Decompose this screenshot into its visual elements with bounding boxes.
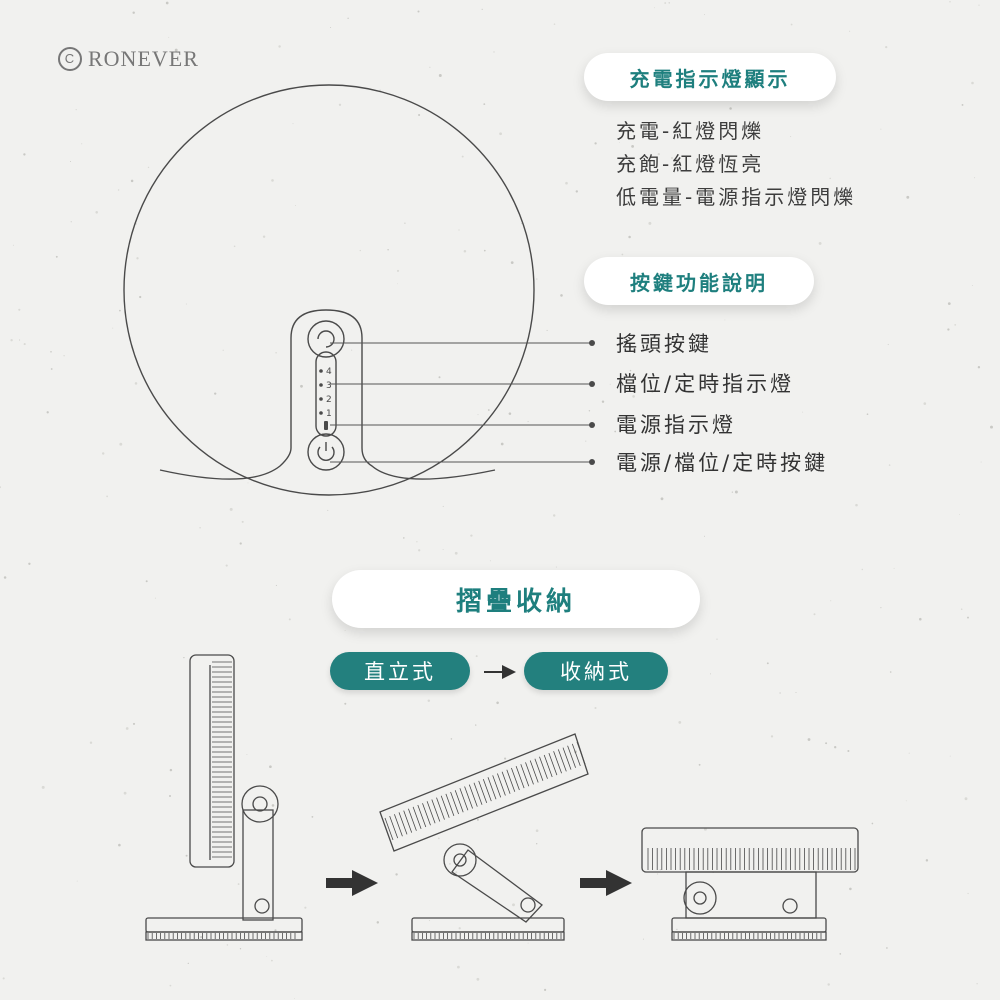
folding-storage-title: 摺疊收納 [332,570,700,628]
label-power-indicator: 電源指示燈 [616,413,736,437]
control-panel-outline [290,309,363,448]
leader-dot [589,459,595,465]
fan-upright [145,654,303,941]
label-oscillation-button: 搖頭按鍵 [616,332,712,356]
leader-lines [330,342,592,463]
charging-desc-line: 充電-紅燈閃爍 [616,119,765,143]
indicator-number: 4 [326,367,332,377]
arrow-right-icon [580,870,632,896]
button-function-title: 按鍵功能說明 [584,257,814,305]
leader-dot [589,422,595,428]
arrow-right-icon [326,870,378,896]
oscillation-button [307,320,345,358]
brand-name: RONEVER [88,46,199,71]
fan-folded [641,827,859,941]
arrow-right-icon [484,665,516,679]
indicator-number: 3 [326,381,332,391]
copyright-icon: C [58,47,82,71]
power-button [307,433,345,471]
label-speed-timer-indicator: 檔位/定時指示燈 [616,372,795,396]
mode-upright-badge: 直立式 [330,652,470,690]
mode-storage-badge: 收納式 [524,652,668,690]
indicator-number: 2 [326,395,332,405]
charging-desc-line: 充飽-紅燈恆亮 [616,152,765,176]
charging-indicator-title: 充電指示燈顯示 [584,53,836,101]
leader-dot [589,381,595,387]
label-power-speed-timer-button: 電源/檔位/定時按鍵 [616,451,829,475]
oscillation-icon [317,330,335,348]
charging-desc-line: 低電量-電源指示燈閃爍 [616,185,857,209]
power-icon [317,446,335,461]
brand-logo: C RONEVER [58,46,199,72]
fan-body-outline [123,84,535,496]
indicator-number: 1 [326,409,332,419]
fan-tilted [379,733,589,941]
indicator-strip [315,351,337,437]
leader-dot [589,340,595,346]
power-indicator-light [324,421,328,430]
